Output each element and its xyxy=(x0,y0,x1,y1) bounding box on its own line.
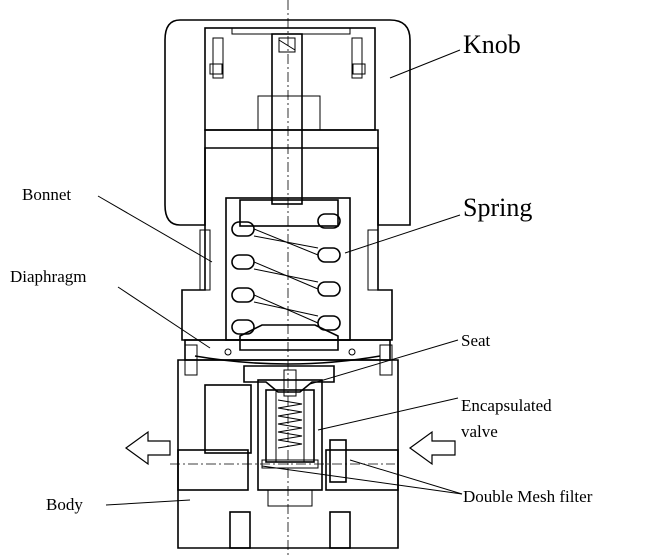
spring-coils xyxy=(231,213,341,335)
body-part xyxy=(177,344,399,549)
seat-part xyxy=(243,365,335,393)
spring-top-button xyxy=(239,199,339,227)
bonnet-part xyxy=(181,147,393,341)
leader-lines xyxy=(97,49,463,506)
label-double-mesh-filter: Double Mesh filter xyxy=(463,487,593,506)
label-spring: Spring xyxy=(463,193,532,222)
label-encapsulated-line1: Encapsulated xyxy=(461,396,552,415)
flow-right-arrow-icon xyxy=(408,430,456,466)
label-bonnet: Bonnet xyxy=(22,185,71,204)
label-diaphragm: Diaphragm xyxy=(10,267,86,286)
knob-part xyxy=(164,19,411,226)
label-body: Body xyxy=(46,495,83,514)
adjusting-stem xyxy=(271,33,303,205)
flow-left-arrow-icon xyxy=(124,430,171,466)
label-encapsulated-line2: valve xyxy=(461,422,498,441)
right-mesh-filter xyxy=(329,439,347,483)
label-knob: Knob xyxy=(463,30,521,59)
label-seat: Seat xyxy=(461,331,491,350)
spring-lower-button xyxy=(239,324,339,351)
